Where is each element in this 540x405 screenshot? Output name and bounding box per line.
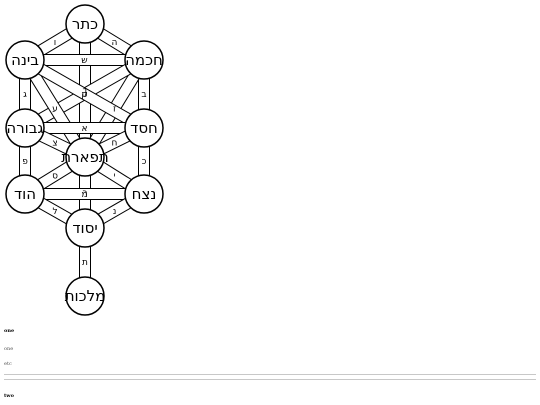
path-letter-tiferet-netzach: י <box>113 172 115 182</box>
path-letter-yesod-malchut: ת <box>82 258 88 268</box>
tree-of-life-diagram: הודשבזטגעקאחכצפיסרמנלתכתרחכמהבינהחסדגבור… <box>5 4 164 316</box>
sefira-yesod: יסוד <box>65 208 105 248</box>
path-letter-chesed-tiferet: ח <box>112 139 118 149</box>
divider-bottom <box>4 379 536 380</box>
path-letter-chesed-netzach: כ <box>142 157 147 167</box>
sefira-chesed: חסד <box>124 108 164 148</box>
sefira-label-malchut: מלכות <box>65 287 106 305</box>
path-letter-chesed-gevura: א <box>81 124 87 134</box>
path-letter-gevura-hod: פ <box>22 157 28 167</box>
heading-two: two <box>4 393 14 399</box>
path-letter-hod-yesod: ל <box>52 207 57 217</box>
path-letter-gevura-tiferet: צ <box>52 139 57 149</box>
sefira-hod: הוד <box>5 174 45 214</box>
sefira-tiferet: תפארת <box>61 137 109 177</box>
path-letter-bina-chesed: ק <box>81 90 87 100</box>
path-letter-bina-gevura: ג <box>23 90 27 100</box>
sefira-label-tiferet: תפארת <box>61 148 109 166</box>
sefira-label-netzach: נצח <box>132 185 157 203</box>
path-letter-tiferet-hod: ס <box>52 172 58 182</box>
divider-top <box>4 374 536 375</box>
sefira-label-bina: בינה <box>11 51 39 69</box>
path-letter-netzach-yesod: נ <box>113 207 117 217</box>
sefira-gevura: גבורה <box>5 108 45 148</box>
sefira-label-chochma: חכמה <box>125 51 163 69</box>
heading-one: one <box>4 328 15 334</box>
path-letter-keter-bina: ו <box>54 38 56 48</box>
text-one: one <box>4 346 14 352</box>
sefira-label-hod: הוד <box>14 185 36 203</box>
path-letter-tiferet-yesod: ר <box>82 189 87 199</box>
sefira-keter: כתר <box>65 4 105 44</box>
sefira-label-keter: כתר <box>72 15 98 33</box>
path-letter-keter-chochma: ה <box>112 38 118 48</box>
sefira-label-chesed: חסד <box>130 119 158 137</box>
sefira-bina: בינה <box>5 40 45 80</box>
path-letter-bina-tiferet: ע <box>52 105 58 115</box>
path-letter-netzach-hod: מ <box>81 190 87 200</box>
sefira-label-gevura: גבורה <box>6 119 43 137</box>
sefira-netzach: נצח <box>124 174 164 214</box>
text-etc: etc <box>4 361 12 367</box>
sefira-label-yesod: יסוד <box>72 219 97 237</box>
path-letter-chochma-tiferet: ז <box>113 105 116 115</box>
path-letter-chochma-bina: ש <box>81 56 87 66</box>
sefira-malchut: מלכות <box>65 276 106 316</box>
path-letter-keter-tiferet: ד <box>83 87 88 97</box>
path-letter-chochma-gevura: ט <box>82 90 88 100</box>
sefira-chochma: חכמה <box>124 40 164 80</box>
path-letter-chochma-chesed: ב <box>141 90 146 100</box>
